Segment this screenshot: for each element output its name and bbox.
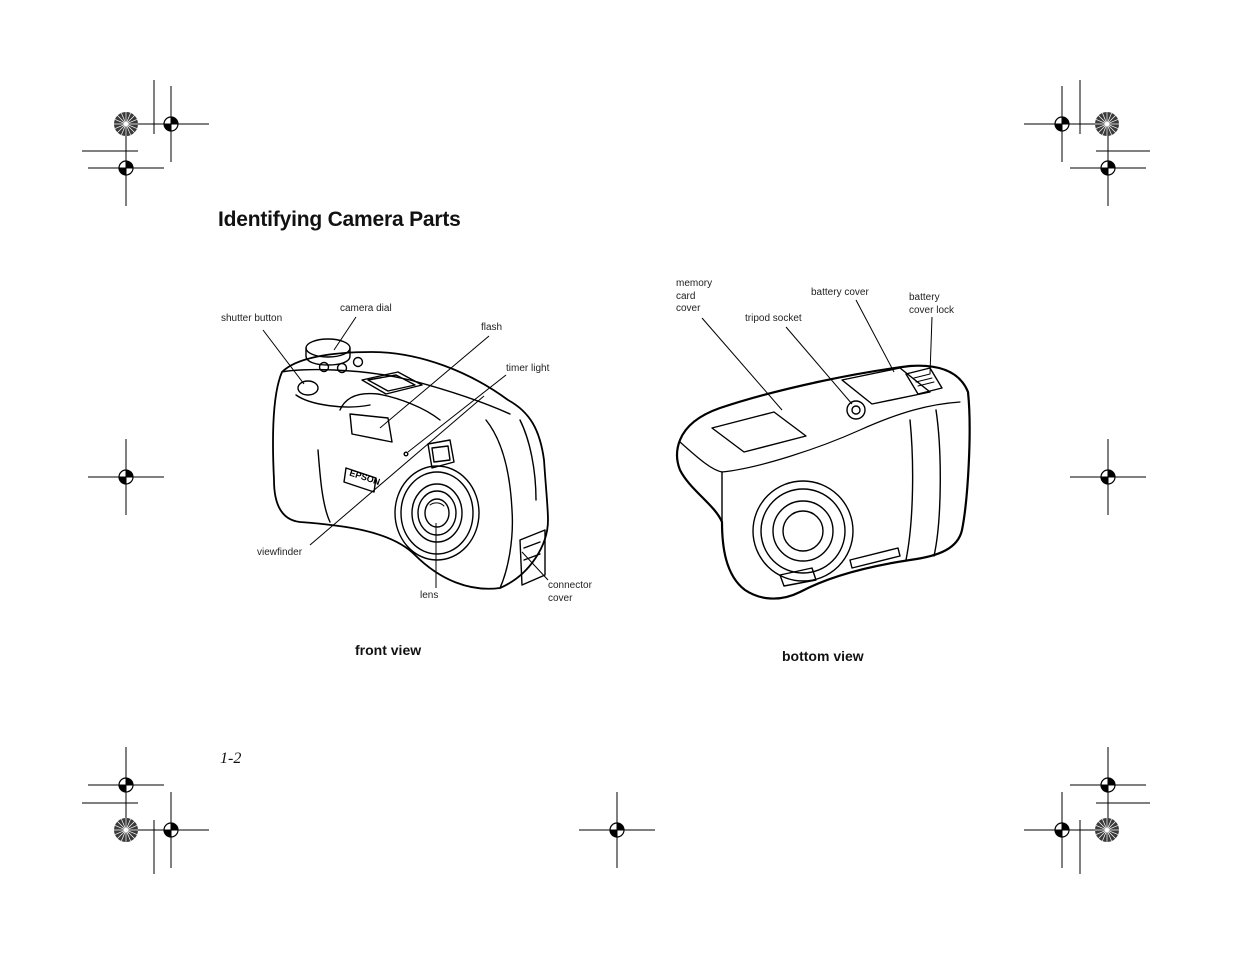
front-view-caption: front view	[355, 642, 422, 658]
page-number: 1-2	[220, 750, 242, 767]
bottom-view-camera	[675, 364, 971, 600]
label-battery-cover-lock: battery cover lock	[909, 292, 955, 316]
label-shutter-button: shutter button	[221, 313, 283, 324]
label-camera-dial: camera dial	[340, 303, 392, 314]
front-view-leader-lines	[262, 316, 549, 588]
label-viewfinder: viewfinder	[257, 547, 303, 558]
page-title: Identifying Camera Parts	[218, 208, 461, 231]
label-lens: lens	[420, 590, 439, 601]
bottom-view-caption: bottom view	[782, 648, 864, 664]
label-battery-cover: battery cover	[811, 287, 869, 298]
label-flash: flash	[481, 322, 503, 333]
bottom-view-leader-lines	[701, 299, 933, 411]
epson-brand-mark: EPSON	[348, 468, 381, 487]
label-timer-light: timer light	[506, 363, 550, 374]
label-connector-cover: connector cover	[548, 580, 592, 604]
label-memory-card-cover: memory card cover	[676, 278, 713, 314]
front-view-camera: EPSON	[272, 338, 549, 590]
registration-marks	[82, 80, 1150, 874]
label-tripod-socket: tripod socket	[745, 313, 802, 324]
